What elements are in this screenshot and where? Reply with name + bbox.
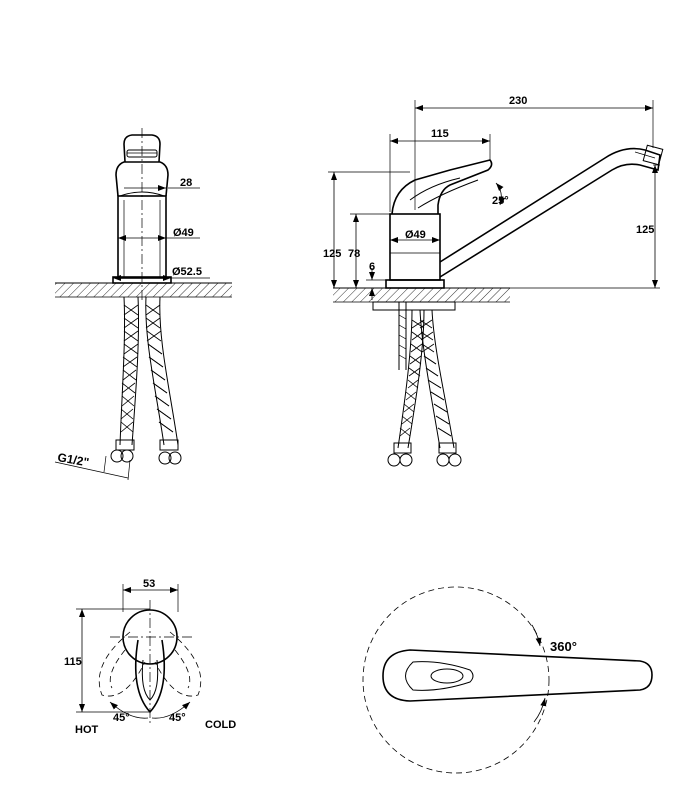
dim-body-diameter-side: Ø49 (405, 229, 426, 241)
angle-right: 45° (169, 712, 186, 724)
faucet-body-side (385, 159, 493, 289)
dim-body-height: 78 (348, 248, 360, 260)
thread-dimension: G1/2" (54, 450, 131, 481)
label-cold: COLD (205, 719, 236, 731)
dim-handle-width: 28 (180, 177, 192, 189)
dim-base-height: 6 (369, 261, 375, 273)
dim-total-height-right: 125 (636, 224, 654, 236)
side-view: 230 115 25° 125 78 Ø49 6 (323, 95, 664, 467)
dim-handle-angle: 25° (492, 195, 509, 207)
countertop-front (55, 283, 232, 297)
dim-total-height-left: 125 (323, 248, 341, 260)
front-view: 28 Ø49 Ø52.5 (54, 128, 232, 481)
side-dimensions: 230 115 25° 125 78 Ø49 6 (323, 95, 660, 300)
front-dimensions: 28 Ø49 Ø52.5 (113, 177, 210, 281)
angle-left: 45° (113, 712, 130, 724)
dim-body-diameter: Ø49 (173, 227, 194, 239)
label-hot: HOT (75, 724, 99, 736)
dim-spout-reach: 230 (509, 95, 527, 107)
thread-label: G1/2" (56, 450, 90, 469)
countertop-side (333, 288, 510, 302)
hoses-front (110, 296, 182, 465)
dim-handle-width-top: 53 (143, 578, 155, 590)
top-view-spout: 360° (362, 586, 653, 774)
dim-handle-height-top: 115 (64, 656, 82, 668)
rotation-label: 360° (550, 639, 577, 654)
hoses-side (387, 309, 462, 467)
spout-side (439, 144, 664, 278)
dim-base-diameter: Ø52.5 (172, 266, 202, 278)
top-view-handle: 53 115 45° 45° HOT COLD (64, 578, 236, 736)
dim-handle-reach: 115 (431, 128, 449, 140)
